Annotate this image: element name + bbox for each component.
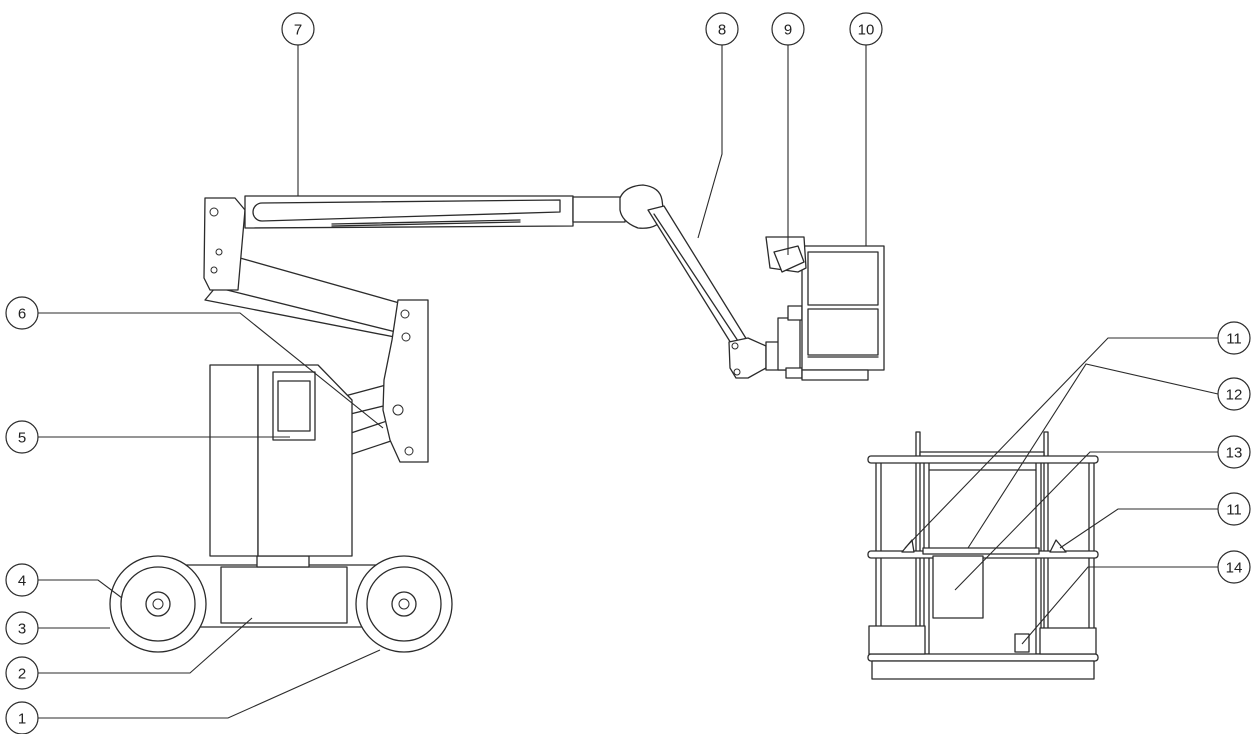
callout-8: 8 bbox=[705, 12, 739, 46]
callout-13: 13 bbox=[1217, 435, 1251, 469]
callout-label: 5 bbox=[18, 430, 26, 447]
callout-11-lower: 11 bbox=[1217, 492, 1251, 526]
turntable-housing bbox=[209, 364, 353, 557]
callout-label: 8 bbox=[718, 22, 726, 39]
upper-knuckle bbox=[203, 197, 246, 291]
leader-lines bbox=[38, 38, 1219, 719]
callout-11-upper: 11 bbox=[1217, 321, 1251, 355]
callout-label: 6 bbox=[18, 306, 26, 323]
control-box bbox=[765, 236, 807, 273]
callout-label: 11 bbox=[1226, 502, 1242, 519]
rear-wheel bbox=[109, 555, 207, 653]
callout-label: 4 bbox=[18, 573, 26, 590]
callout-5: 5 bbox=[5, 420, 39, 454]
side-view-machine bbox=[109, 184, 885, 653]
callout-label: 12 bbox=[1226, 387, 1243, 404]
callout-label: 3 bbox=[18, 621, 26, 638]
platform-front-view bbox=[867, 431, 1099, 680]
chassis-compartment bbox=[220, 566, 348, 624]
callout-label: 2 bbox=[18, 666, 26, 683]
callout-label: 13 bbox=[1226, 445, 1243, 462]
callout-3: 3 bbox=[5, 611, 39, 645]
platform-side bbox=[801, 245, 885, 381]
callout-12: 12 bbox=[1217, 377, 1251, 411]
callout-label: 9 bbox=[784, 22, 792, 39]
platform-mount bbox=[765, 305, 803, 379]
callout-6: 6 bbox=[5, 296, 39, 330]
riser-plate bbox=[382, 299, 429, 463]
front-wheel bbox=[355, 555, 453, 653]
callout-9: 9 bbox=[771, 12, 805, 46]
callout-7: 7 bbox=[281, 12, 315, 46]
callout-4: 4 bbox=[5, 563, 39, 597]
main-boom bbox=[244, 195, 626, 229]
callout-label: 1 bbox=[18, 711, 26, 728]
callout-1: 1 bbox=[5, 701, 39, 734]
callout-label: 7 bbox=[294, 22, 302, 39]
callout-label: 11 bbox=[1226, 331, 1242, 348]
callout-10: 10 bbox=[849, 12, 883, 46]
callout-2: 2 bbox=[5, 656, 39, 690]
turntable-column bbox=[256, 555, 310, 568]
jib bbox=[647, 205, 767, 379]
callout-14: 14 bbox=[1217, 550, 1251, 584]
callout-label: 10 bbox=[858, 22, 875, 39]
callout-label: 14 bbox=[1226, 560, 1243, 577]
